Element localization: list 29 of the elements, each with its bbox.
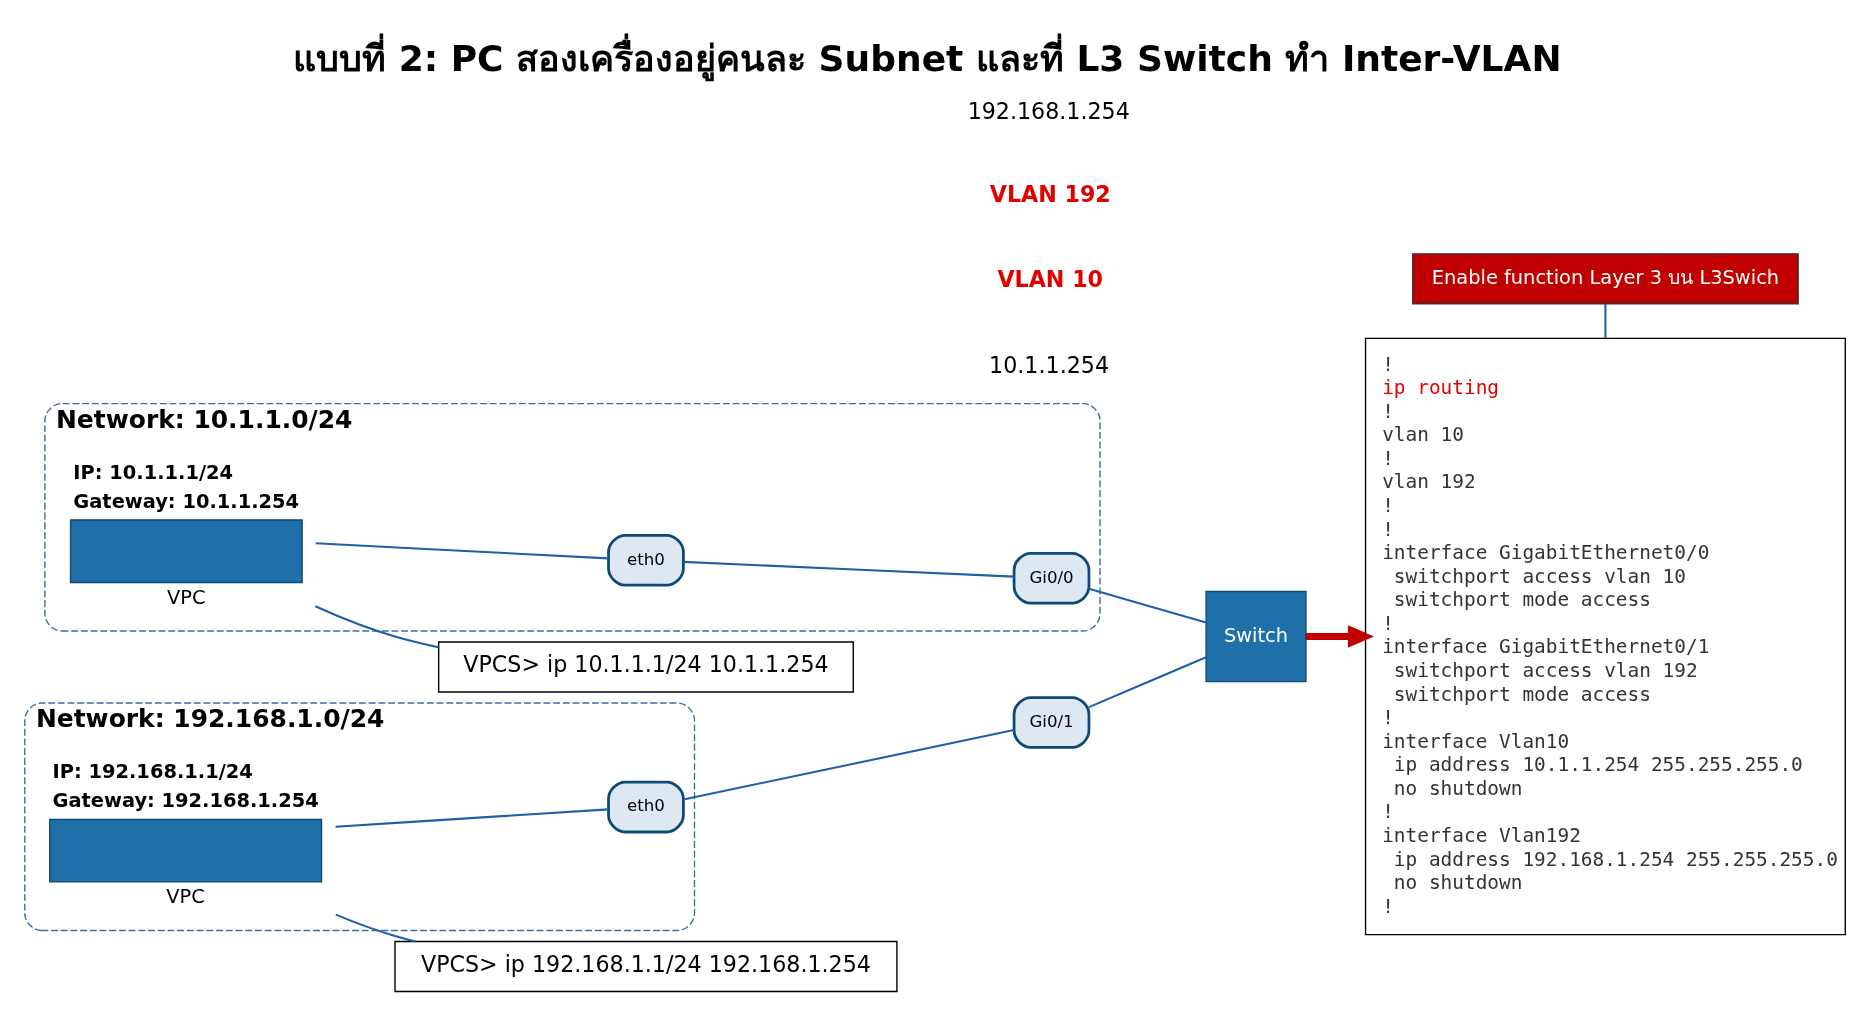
node-label: Gateway: 192.168.1.254 bbox=[52, 789, 319, 813]
label: 192.168.1.254 bbox=[967, 98, 1130, 125]
node-box: Gi0/1 bbox=[1012, 696, 1091, 749]
label: 10.1.1.254 bbox=[989, 351, 1110, 378]
label: VLAN 192 bbox=[989, 181, 1111, 208]
node-label: IP: 10.1.1.1/24 bbox=[73, 460, 234, 484]
label: VLAN 10 bbox=[997, 265, 1104, 292]
node-label: IP: 192.168.1.1/24 bbox=[52, 760, 253, 784]
node-box: Gi0/0 bbox=[1012, 551, 1091, 605]
node-box: VPCS> ip 10.1.1.1/24 10.1.1.254 bbox=[438, 641, 854, 693]
node-box: Enable function Layer 3 บน L3Swich bbox=[1412, 253, 1799, 305]
connector bbox=[1088, 656, 1207, 709]
connector bbox=[1088, 587, 1207, 624]
connector bbox=[1604, 303, 1607, 339]
node-box: ! ip routing ! vlan 10 ! vlan 192 ! ! interface GigabitEthernet0/0 switchport access vlan 10 switchport mode access ! interface GigabitEthernet0/1 switchport access vlan 192 switchport mode access ! interface Vlan10 ip address 10.1.1.254 255.255.255.0 no shutdown ! interface Vlan192 ip address 192.168.1.254 255.255.255.0 no shutdown ! bbox=[1364, 337, 1846, 936]
connector bbox=[315, 542, 609, 560]
node-box: eth0 bbox=[607, 533, 685, 587]
connector bbox=[683, 560, 1014, 578]
connector bbox=[683, 729, 1015, 801]
node-box: eth0 bbox=[607, 780, 685, 834]
node-box: Switch bbox=[1205, 590, 1307, 683]
connector bbox=[335, 808, 609, 828]
connector bbox=[314, 605, 439, 649]
node-label: Gateway: 10.1.1.254 bbox=[73, 489, 300, 513]
connector bbox=[335, 913, 416, 943]
arrow bbox=[1305, 625, 1374, 648]
node-box: VPCS> ip 192.168.1.1/24 192.168.1.254 bbox=[394, 940, 898, 993]
node-label: VPC bbox=[166, 885, 205, 908]
node-label: VPC bbox=[166, 585, 206, 609]
